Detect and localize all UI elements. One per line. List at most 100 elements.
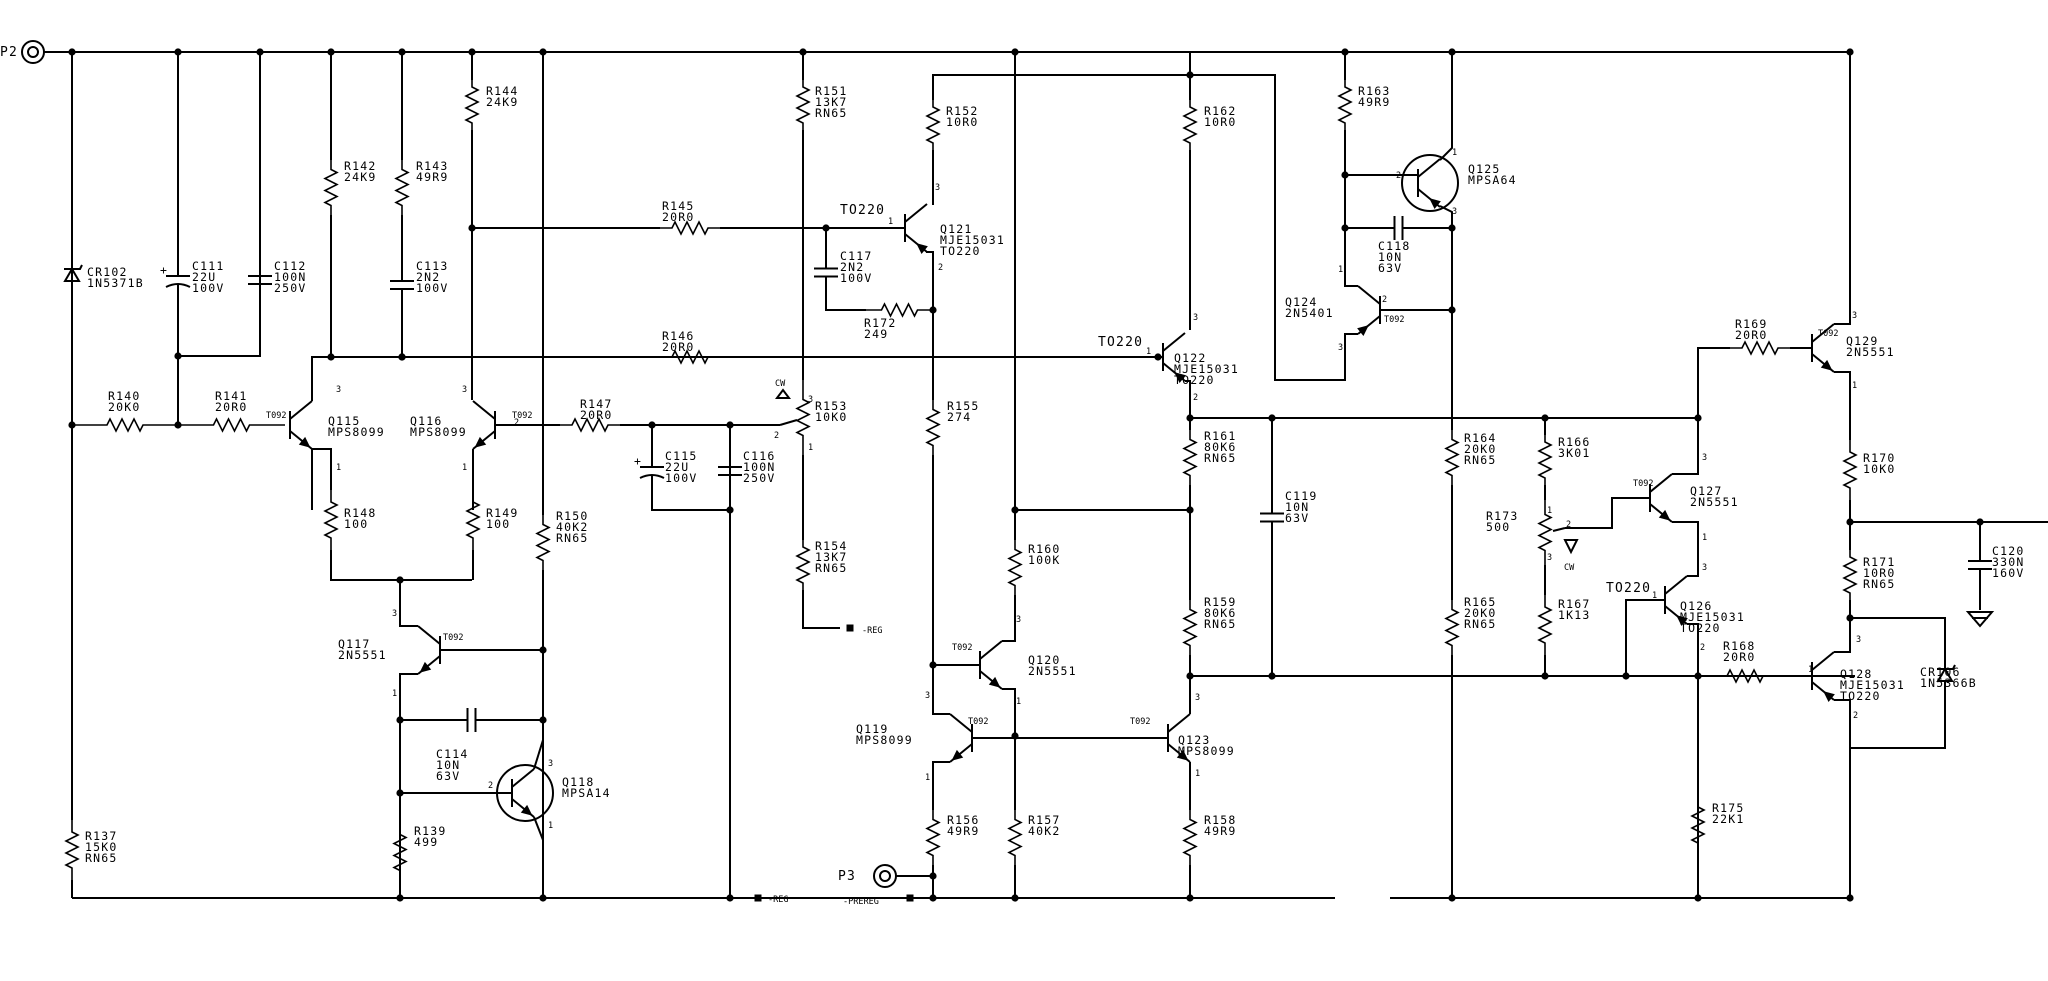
c115-label-value: 22U	[665, 460, 689, 474]
transistor-q129-collector	[1811, 323, 1835, 343]
r161-label-value: RN65	[1204, 451, 1237, 465]
q128-label-ref: Q128	[1840, 667, 1873, 681]
neg-reg-label-2: -REG	[862, 626, 882, 636]
r171-label-value: RN65	[1863, 577, 1896, 591]
r171-label-value: 10R0	[1863, 566, 1896, 580]
c120-label-value: 330N	[1992, 555, 2025, 569]
r152-label-ref: R152	[946, 104, 979, 118]
resistor-r155	[925, 400, 941, 455]
pin-number: 3	[1702, 453, 1707, 463]
resistor-r145	[660, 220, 720, 236]
ground-symbol	[1965, 611, 1995, 628]
junction-dot	[174, 48, 182, 56]
pin-number: 1	[548, 821, 553, 831]
neg-reg-label-1: -REG	[768, 895, 788, 905]
pin-number: 3	[336, 385, 341, 395]
resistor-r157	[1007, 810, 1023, 865]
junction-dot	[1694, 894, 1702, 902]
resistor-r158	[1182, 810, 1198, 865]
q125-label-value: MPSA64	[1468, 173, 1517, 187]
junction-dot	[468, 48, 476, 56]
junction-dot	[1186, 672, 1194, 680]
pin-number: 1	[336, 463, 341, 473]
pin-number: 2	[774, 431, 779, 441]
q119-label-value: MPS8099	[856, 733, 913, 747]
r149-label-value: 100	[486, 517, 510, 531]
r156-label-ref: R156	[947, 813, 980, 827]
port-p2-inner	[27, 46, 39, 58]
pin-number: 3	[1193, 313, 1198, 323]
r156-label-value: 49R9	[947, 824, 980, 838]
junction-dot	[726, 894, 734, 902]
junction-dot	[1694, 672, 1702, 680]
r169-label-ref: R169	[1735, 317, 1768, 331]
q116-label-value: MPS8099	[410, 425, 467, 439]
to92-tag: T092	[1633, 479, 1653, 489]
r158-label-value: 49R9	[1204, 824, 1237, 838]
pin-number: 1	[392, 689, 397, 699]
wire	[1697, 347, 1730, 418]
c111-label-value: 100V	[192, 281, 225, 295]
wire	[1672, 418, 1699, 475]
junction-dot	[822, 224, 830, 232]
to92-tag: T092	[968, 717, 988, 727]
wire	[312, 448, 332, 490]
junction-dot	[1268, 414, 1276, 422]
q129-label-value: 2N5551	[1846, 345, 1895, 359]
c120-label-value: 160V	[1992, 566, 2025, 580]
q119-label-ref: Q119	[856, 722, 889, 736]
c119-label-value: 63V	[1285, 511, 1309, 525]
r162-label-ref: R162	[1204, 104, 1237, 118]
r150-label-ref: R150	[556, 509, 589, 523]
port-p2-label: P2	[0, 45, 18, 60]
r157-label-ref: R157	[1028, 813, 1061, 827]
r159-label-ref: R159	[1204, 595, 1237, 609]
cr102-label-value: 1N5371B	[87, 276, 144, 290]
c114-label-ref: C114	[436, 747, 469, 761]
c114-label-value: 10N	[436, 758, 460, 772]
transistor-q123-arrow	[1176, 749, 1189, 761]
cw-arrow	[775, 388, 791, 399]
junction-dot	[1541, 672, 1549, 680]
junction-dot	[539, 894, 547, 902]
pin-number: 1	[462, 463, 467, 473]
c113-label-ref: C113	[416, 259, 449, 273]
wire	[1834, 618, 1851, 653]
pin-number: 3	[548, 759, 553, 769]
c116-label-value: 100N	[743, 460, 776, 474]
q128-label-value: MJE15031	[1840, 678, 1905, 692]
to92-tag: T092	[266, 411, 286, 421]
r144-label-ref: R144	[486, 84, 519, 98]
pin-number: 3	[1856, 635, 1861, 645]
r137-label-value: RN65	[85, 851, 118, 865]
wire	[399, 673, 418, 898]
r167-label-value: 1K13	[1558, 608, 1591, 622]
polarity-mark: +	[634, 454, 642, 468]
resistor-r172	[866, 302, 933, 318]
r151-label-ref: R151	[815, 84, 848, 98]
r171-label-ref: R171	[1863, 555, 1896, 569]
transistor-q127-arrow	[1658, 509, 1671, 521]
port-p3	[873, 864, 897, 888]
transistor-q126-arrow	[1676, 615, 1688, 626]
resistor-r159	[1182, 600, 1198, 655]
junction-dot	[726, 506, 734, 514]
pin-number: 3	[925, 691, 930, 701]
junction-dot	[1341, 224, 1349, 232]
r154-label-value: 13K7	[815, 550, 848, 564]
pin-number: 2	[514, 418, 519, 428]
wire	[1625, 599, 1665, 676]
pin-number: 3	[1016, 615, 1021, 625]
transistor-q119-collector	[949, 713, 973, 733]
wire	[399, 580, 418, 627]
r150-label-value: 40K2	[556, 520, 589, 534]
resistor-r170	[1842, 440, 1858, 500]
c116-label-ref: C116	[743, 449, 776, 463]
r142-label-value: 24K9	[344, 170, 377, 184]
to92-tag: T092	[1818, 329, 1838, 339]
junction-dot	[1622, 672, 1630, 680]
junction-dot	[539, 646, 547, 654]
pin-number: 1	[1146, 347, 1151, 357]
q126-label-ref: Q126	[1680, 599, 1713, 613]
r175-label-ref: R175	[1712, 801, 1745, 815]
